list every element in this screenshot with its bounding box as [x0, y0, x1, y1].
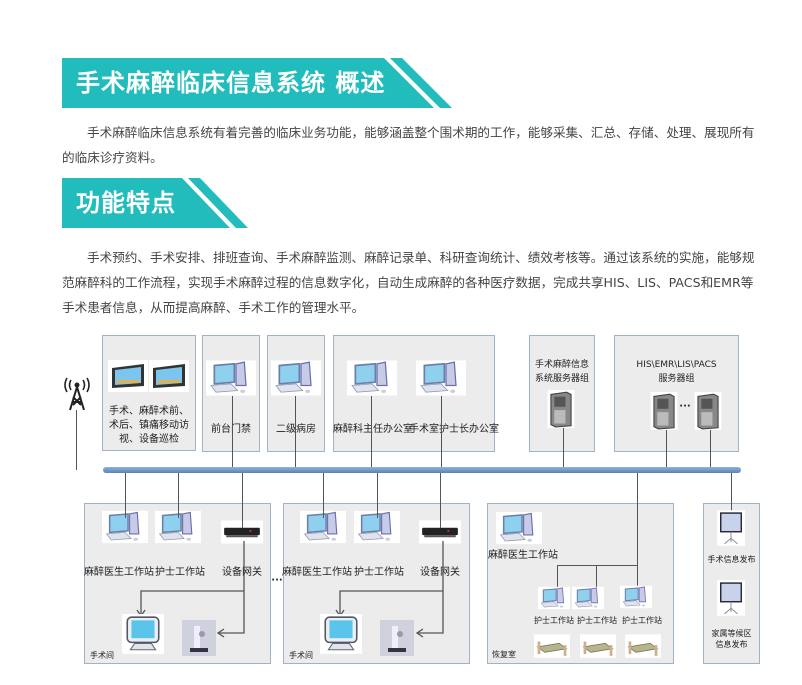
computer-icon	[572, 586, 604, 610]
connector-line	[441, 396, 443, 468]
gateway-label: 设备网关	[222, 567, 262, 578]
connector-line	[323, 473, 325, 518]
computer-icon	[496, 508, 542, 548]
mobile-visit-label: 手术、麻醉术前、术后、镇痛移动访视、设备巡检	[102, 405, 196, 447]
banner-shape	[62, 58, 452, 108]
monitor-icon	[122, 614, 164, 654]
anes-ws-label: 麻醉医生工作站	[488, 550, 558, 561]
or-room-label: 手术间	[289, 651, 313, 660]
connector-line	[666, 430, 668, 468]
front-desk-label: 前台门禁	[211, 424, 251, 435]
nurse-ws-label: 护士工作站	[622, 616, 662, 625]
network-bus	[103, 467, 741, 473]
label-line: 术后、镇痛移动访	[109, 420, 189, 431]
server-icon	[545, 390, 577, 428]
label-line: 家属等候区	[711, 629, 752, 638]
features-banner: 功能特点	[62, 178, 252, 228]
overview-text: 手术麻醉临床信息系统有着完善的临床业务功能，能够涵盖整个围术期的工作，能够采集、…	[62, 125, 755, 165]
server-icon	[648, 392, 680, 430]
computer-icon	[206, 360, 256, 396]
overview-title: 手术麻醉临床信息系统 概述	[76, 68, 386, 97]
label-line: 信息发布	[715, 640, 748, 649]
label-line: 系统服务器组	[534, 374, 589, 384]
connector-line	[371, 396, 373, 468]
head-nurse-office-label: 手术室护士长办公室	[409, 424, 499, 435]
tablet-icon	[108, 360, 148, 392]
connector-line	[232, 396, 234, 468]
label-line: 手术麻醉信息	[534, 360, 589, 370]
projector-screen-icon	[717, 580, 745, 616]
gateway-arrows	[136, 541, 245, 638]
connector-line	[710, 430, 712, 468]
his-server-label: HIS\EMR\LIS\PACS 服务器组	[614, 358, 739, 386]
bed-icon	[580, 633, 616, 659]
computer-icon	[271, 360, 321, 396]
recovery-room-label: 恢复室	[492, 650, 516, 659]
anes-ws-label: 麻醉医生工作站	[282, 567, 352, 578]
ellipsis: ···	[679, 401, 691, 412]
nurse-ws-label: 护士工作站	[577, 616, 617, 625]
label-line: 视、设备巡检	[119, 434, 179, 445]
connector-line	[596, 565, 598, 591]
family-area-label: 家属等候区信息发布	[703, 628, 760, 650]
connector-line	[125, 473, 127, 518]
connector-line	[377, 473, 379, 518]
connector-line	[242, 473, 244, 528]
features-text: 手术预约、手术安排、排班查询、手术麻醉监测、麻醉记录单、科研查询统计、绩效考核等…	[62, 250, 755, 315]
gateway-arrows	[335, 541, 444, 638]
banner-shape	[62, 178, 248, 228]
connector-line	[731, 473, 733, 511]
computer-icon	[347, 360, 397, 396]
connector-line	[76, 410, 78, 470]
connector-line	[563, 428, 565, 468]
connector-line	[557, 565, 638, 567]
monitor-icon	[320, 614, 362, 654]
antenna-icon	[64, 377, 90, 411]
connector-line	[295, 396, 297, 468]
label-line: HIS\EMR\LIS\PACS	[636, 360, 717, 370]
surgery-info-label: 手术信息发布	[707, 555, 756, 564]
computer-icon	[416, 360, 466, 396]
computer-icon	[538, 586, 570, 610]
tablet-icon	[149, 360, 189, 392]
connector-line	[557, 565, 559, 591]
overview-banner: 手术麻醉临床信息系统 概述	[62, 58, 462, 108]
label-line: 服务器组	[658, 374, 695, 384]
anes-server-label: 手术麻醉信息系统服务器组	[529, 358, 595, 386]
bed-icon	[625, 633, 661, 659]
gateway-label: 设备网关	[420, 567, 460, 578]
nurse-ws-label: 护士工作站	[354, 567, 404, 578]
nurse-ws-label: 护士工作站	[155, 567, 205, 578]
bed-icon	[534, 633, 570, 659]
server-icon	[692, 392, 724, 430]
director-office-label: 麻醉科主任办公室	[333, 424, 413, 435]
or-room-label: 手术间	[90, 651, 114, 660]
connector-line	[440, 473, 442, 528]
label-line: 手术、麻醉术前、	[109, 406, 189, 417]
ellipsis: ···	[271, 575, 283, 586]
connector-line	[637, 473, 639, 591]
anes-ws-label: 麻醉医生工作站	[84, 567, 154, 578]
features-title: 功能特点	[76, 188, 176, 217]
computer-icon	[620, 585, 652, 609]
projector-screen-icon	[717, 510, 745, 546]
microscope-icon	[182, 620, 216, 656]
microscope-icon	[380, 620, 414, 656]
mobile-visit-box	[102, 335, 196, 451]
connector-line	[178, 473, 180, 518]
nurse-ws-label: 护士工作站	[534, 616, 574, 625]
